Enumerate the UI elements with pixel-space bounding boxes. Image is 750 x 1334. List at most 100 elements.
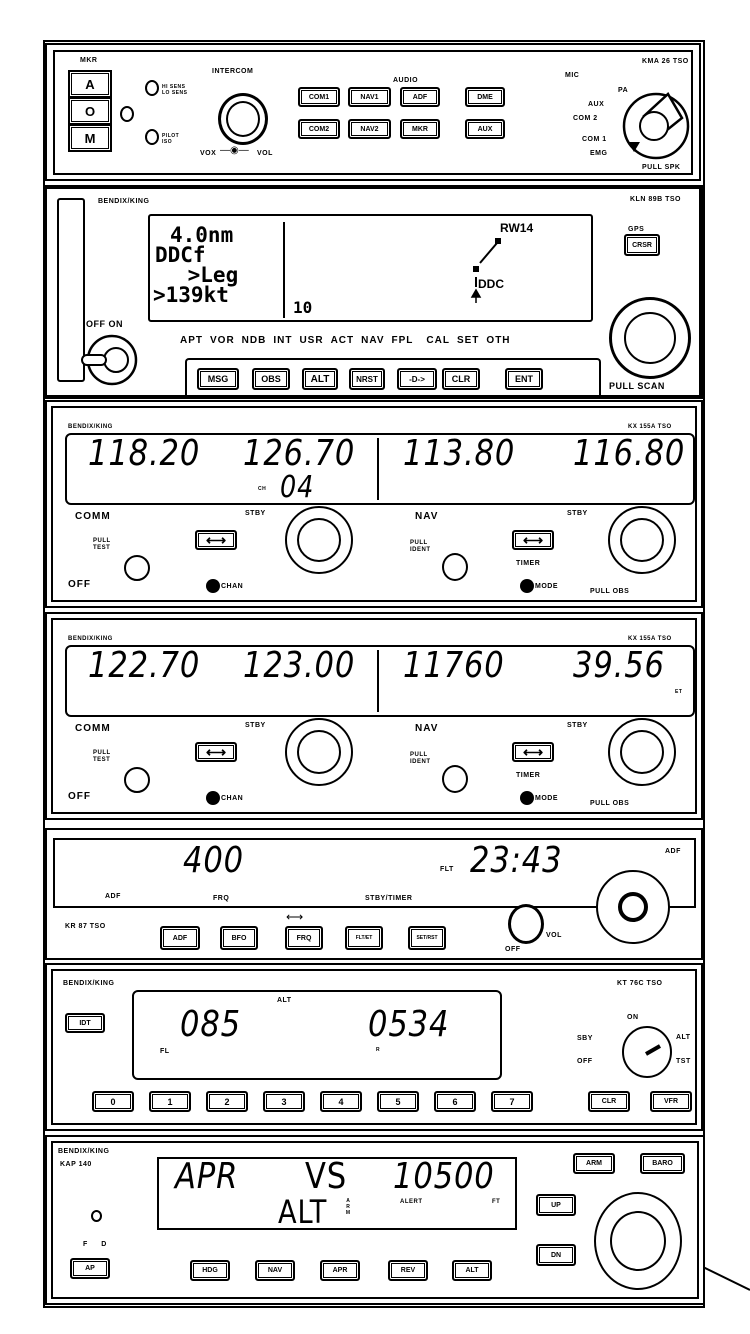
msg-button[interactable]: MSG — [197, 368, 239, 390]
adf-volume-knob[interactable] — [508, 904, 544, 944]
nav-flip-flop-button[interactable]: ⟷ — [512, 530, 554, 550]
com-frequency-knob[interactable] — [285, 718, 353, 786]
nav-frequency-knob[interactable] — [608, 718, 676, 786]
nrst-button[interactable]: NRST — [349, 368, 385, 390]
obs-button[interactable]: OBS — [252, 368, 290, 390]
clr-button[interactable]: CLR — [442, 368, 480, 390]
com-standby-frequency: 123.00 — [243, 645, 356, 686]
ap-button[interactable]: AP — [70, 1258, 110, 1279]
marker-o-button[interactable]: O — [68, 97, 112, 125]
digit-4-button[interactable]: 4 — [320, 1091, 362, 1112]
transponder-model: KT 76C TSO — [617, 980, 663, 987]
nav-button[interactable]: NAV — [255, 1260, 295, 1281]
audio-panel-bezel — [53, 50, 693, 175]
flight-level: 085 — [180, 1004, 241, 1045]
rev-button[interactable]: REV — [388, 1260, 428, 1281]
com2-audio-button[interactable]: COM2 — [298, 119, 340, 139]
hdg-button[interactable]: HDG — [190, 1260, 230, 1281]
pull-test-label: PULL TEST — [93, 750, 111, 764]
com-flip-flop-button[interactable]: ⟷ — [195, 530, 237, 550]
mode-sby-label: SBY — [577, 1035, 593, 1042]
intercom-knob[interactable] — [218, 93, 268, 145]
mode-label: MODE — [535, 795, 558, 802]
pull-obs-label: PULL OBS — [590, 800, 630, 807]
nav2-audio-button[interactable]: NAV2 — [348, 119, 391, 139]
nav-flip-flop-button[interactable]: ⟷ — [512, 742, 554, 762]
com-stby-label: STBY — [245, 510, 266, 517]
com-frequency-knob[interactable] — [285, 506, 353, 574]
adf-flt-et-button[interactable]: FLT/ET — [345, 926, 383, 950]
adf-bfo-button[interactable]: BFO — [220, 926, 258, 950]
ft-annunciator: FT — [492, 1199, 501, 1205]
nav-stby-label: STBY — [567, 722, 588, 729]
digit-2-button[interactable]: 2 — [206, 1091, 248, 1112]
vox-label: VOX — [200, 150, 217, 157]
com-standby-frequency: 126.70 — [243, 433, 356, 474]
mic-label: MIC — [565, 72, 580, 79]
transponder-clr-button[interactable]: CLR — [588, 1091, 630, 1112]
dn-button[interactable]: DN — [536, 1244, 576, 1266]
nav-label: NAV — [415, 723, 439, 734]
nav-volume-knob[interactable] — [442, 553, 468, 581]
transponder-mode-knob[interactable] — [620, 1024, 674, 1080]
pull-obs-label: PULL OBS — [590, 588, 630, 595]
vfr-button[interactable]: VFR — [650, 1091, 692, 1112]
marker-light — [120, 106, 134, 122]
up-button[interactable]: UP — [536, 1194, 576, 1216]
adf-audio-button[interactable]: ADF — [400, 87, 440, 107]
navcom-brand: BENDIX/KING — [68, 636, 113, 642]
alt-hold-button[interactable]: ALT — [452, 1260, 492, 1281]
mic-selector-knob[interactable] — [610, 80, 690, 160]
dme-audio-button[interactable]: DME — [465, 87, 505, 107]
lateral-mode: APR — [175, 1156, 239, 1197]
gps-scan-knob[interactable] — [609, 297, 691, 379]
chan-button[interactable] — [206, 791, 220, 805]
adf-vol-label: VOL — [546, 932, 562, 939]
digit-6-button[interactable]: 6 — [434, 1091, 476, 1112]
com-volume-knob[interactable] — [124, 767, 150, 793]
nav-frequency-knob[interactable] — [608, 506, 676, 574]
gps-map-route — [470, 238, 501, 303]
adf-frq-button[interactable]: FRQ — [285, 926, 323, 950]
digit-3-button[interactable]: 3 — [263, 1091, 305, 1112]
comm-label: COMM — [75, 511, 111, 522]
apr-button[interactable]: APR — [320, 1260, 360, 1281]
arm-button[interactable]: ARM — [573, 1153, 615, 1174]
adf-frequency-knob[interactable] — [596, 870, 670, 944]
mode-button[interactable] — [520, 791, 534, 805]
digit-7-button[interactable]: 7 — [491, 1091, 533, 1112]
page-label-act: ACT — [330, 335, 355, 346]
com1-audio-button[interactable]: COM1 — [298, 87, 340, 107]
mkr-audio-button[interactable]: MKR — [400, 119, 440, 139]
chan-button[interactable] — [206, 579, 220, 593]
aux-audio-button[interactable]: AUX — [465, 119, 505, 139]
digit-0-button[interactable]: 0 — [92, 1091, 134, 1112]
com-volume-knob[interactable] — [124, 555, 150, 581]
ident-button[interactable]: IDT — [65, 1013, 105, 1033]
marker-a-button[interactable]: A — [68, 70, 112, 98]
nav-et-annunciator: ET — [675, 689, 683, 695]
com-flip-flop-button[interactable]: ⟷ — [195, 742, 237, 762]
crsr-button[interactable]: CRSR — [624, 234, 660, 256]
altitude-select-knob[interactable] — [594, 1192, 682, 1290]
baro-button[interactable]: BARO — [640, 1153, 685, 1174]
channel-label: CH — [258, 486, 267, 492]
audio-label: AUDIO — [393, 77, 419, 84]
gps-power-knob[interactable] — [78, 332, 138, 388]
digit-1-button[interactable]: 1 — [149, 1091, 191, 1112]
digit-5-button[interactable]: 5 — [377, 1091, 419, 1112]
display-divider — [377, 650, 379, 712]
nav-stby-label: STBY — [567, 510, 588, 517]
nav-standby-frequency: 39.56 — [573, 645, 665, 686]
adf-adf-button[interactable]: ADF — [160, 926, 200, 950]
ent-button[interactable]: ENT — [505, 368, 543, 390]
pull-scan-label: PULL SCAN — [609, 381, 665, 391]
mode-button[interactable] — [520, 579, 534, 593]
direct-to-button[interactable]: -D-> — [397, 368, 437, 390]
nav-volume-knob[interactable] — [442, 765, 468, 793]
gps-card-slot — [57, 198, 85, 382]
nav1-audio-button[interactable]: NAV1 — [348, 87, 391, 107]
alt-button[interactable]: ALT — [302, 368, 338, 390]
marker-m-button[interactable]: M — [68, 124, 112, 152]
adf-set-rst-button[interactable]: SET/RST — [408, 926, 446, 950]
